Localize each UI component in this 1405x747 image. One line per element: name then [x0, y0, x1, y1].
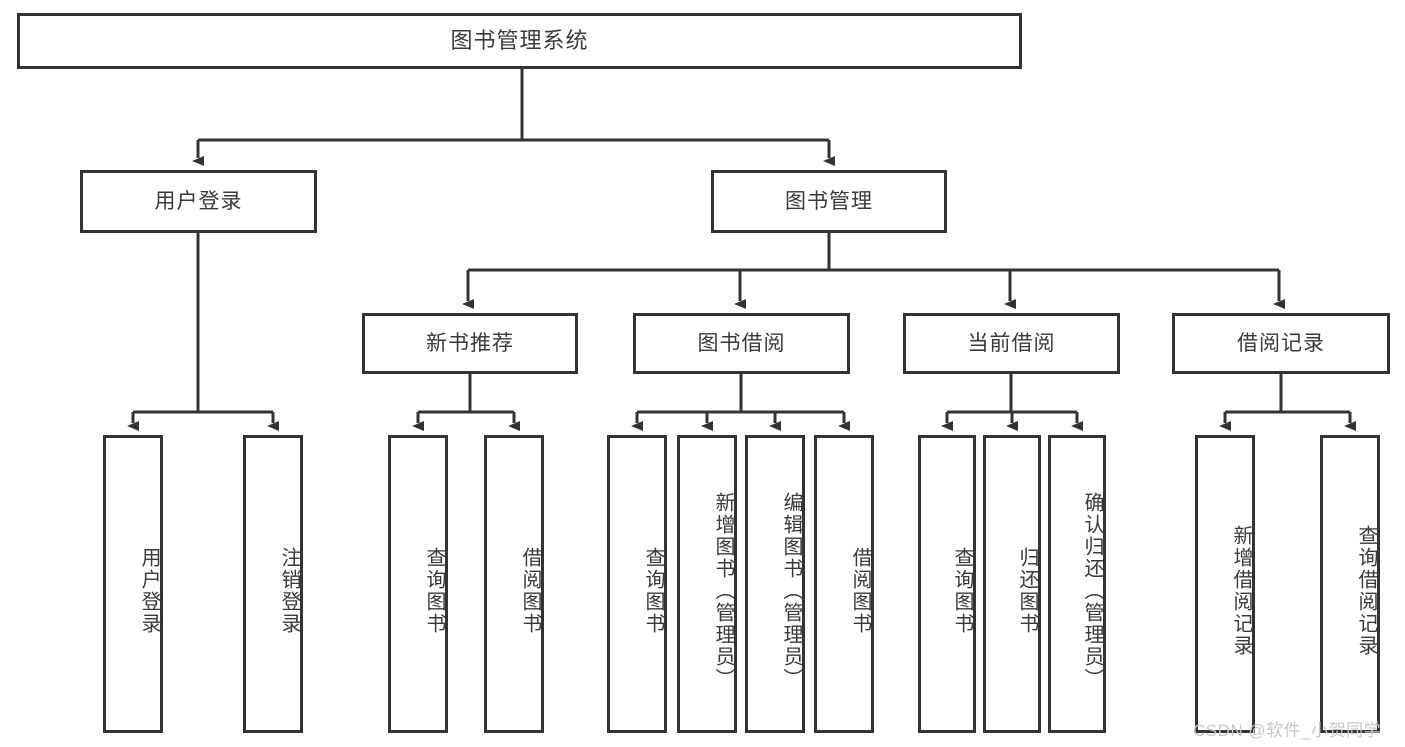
node-label: 借阅图书	[519, 547, 541, 635]
node-label: 图书管理	[785, 189, 873, 213]
node-leaf-user-login[interactable]: 用户登录	[103, 435, 163, 733]
node-book-borrow[interactable]: 图书借阅	[633, 313, 850, 374]
node-label: 查询图书	[423, 547, 445, 635]
node-label: 用户登录	[154, 189, 243, 213]
node-label: 新书推荐	[426, 331, 514, 355]
node-label: 借阅记录	[1237, 331, 1325, 355]
node-book-manage[interactable]: 图书管理	[711, 170, 947, 233]
node-label: 查询借阅记录	[1355, 525, 1377, 657]
node-leaf-query-book-cur[interactable]: 查询图书	[918, 435, 976, 733]
node-label: 图书管理系统	[450, 27, 589, 53]
node-label: 新增图书（管理员）	[712, 492, 734, 690]
node-user-login[interactable]: 用户登录	[80, 170, 317, 233]
node-leaf-edit-book[interactable]: 编辑图书（管理员）	[745, 435, 805, 733]
node-label: 编辑图书（管理员）	[780, 492, 802, 690]
node-current-borrow[interactable]: 当前借阅	[903, 313, 1120, 374]
node-label: 用户登录	[138, 547, 160, 635]
node-borrow-record[interactable]: 借阅记录	[1172, 313, 1390, 374]
node-label: 查询图书	[951, 547, 973, 635]
node-leaf-query-book[interactable]: 查询图书	[607, 435, 667, 733]
node-label: 归还图书	[1016, 547, 1038, 635]
node-leaf-borrow-book[interactable]: 借阅图书	[814, 435, 874, 733]
node-leaf-add-book[interactable]: 新增图书（管理员）	[677, 435, 737, 733]
root-node[interactable]: 图书管理系统	[17, 13, 1022, 69]
node-leaf-user-logout[interactable]: 注销登录	[243, 435, 303, 733]
node-leaf-query-book-rec[interactable]: 查询图书	[388, 435, 448, 733]
node-label: 图书借阅	[697, 331, 786, 355]
node-label: 注销登录	[278, 547, 300, 635]
node-leaf-add-record[interactable]: 新增借阅记录	[1195, 435, 1255, 733]
node-label: 新增借阅记录	[1230, 525, 1252, 657]
node-new-book-rec[interactable]: 新书推荐	[362, 313, 578, 374]
node-leaf-borrow-book-rec[interactable]: 借阅图书	[484, 435, 544, 733]
node-label: 借阅图书	[849, 547, 871, 635]
node-label: 当前借阅	[967, 331, 1056, 355]
node-leaf-return-book[interactable]: 归还图书	[983, 435, 1041, 733]
node-label: 确认归还（管理员）	[1081, 492, 1103, 690]
node-label: 查询图书	[642, 547, 664, 635]
node-leaf-confirm-return[interactable]: 确认归还（管理员）	[1048, 435, 1106, 733]
node-leaf-query-record[interactable]: 查询借阅记录	[1320, 435, 1380, 733]
